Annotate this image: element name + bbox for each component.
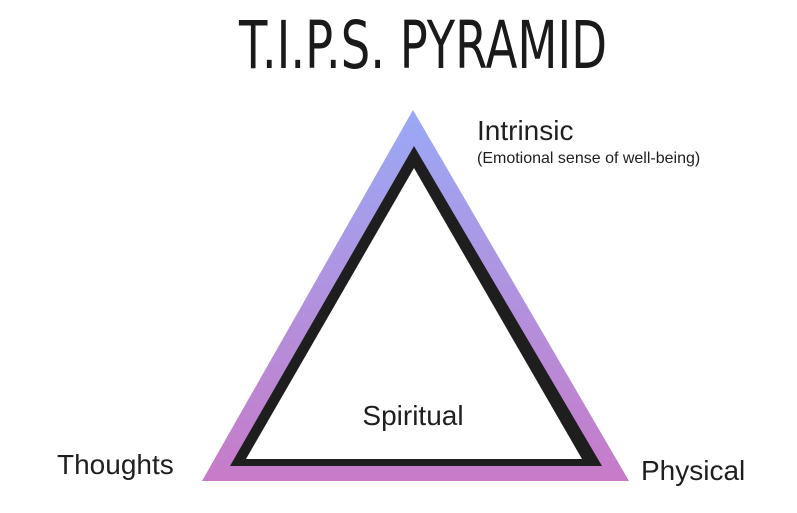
vertex-sublabel-intrinsic: (Emotional sense of well-being) bbox=[477, 150, 700, 167]
vertex-label-physical: Physical bbox=[641, 455, 745, 486]
center-label-spiritual: Spiritual bbox=[362, 400, 463, 431]
vertex-label-intrinsic: Intrinsic bbox=[477, 115, 573, 146]
pyramid-interior bbox=[246, 168, 582, 459]
vertex-label-thoughts: Thoughts bbox=[57, 449, 174, 480]
diagram-title: T.I.P.S. PYRAMID bbox=[238, 7, 607, 84]
